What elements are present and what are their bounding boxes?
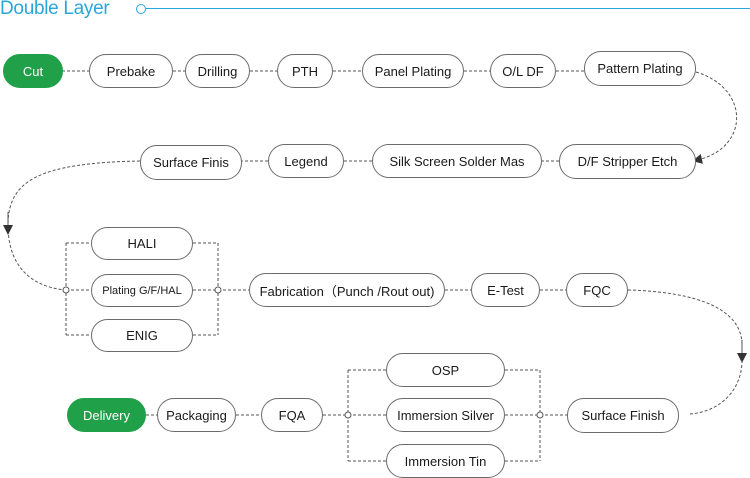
step-fqa: FQA <box>261 398 323 432</box>
step-fqc: FQC <box>566 273 628 307</box>
junction-dot <box>344 411 352 419</box>
step-hali: HALI <box>91 227 193 260</box>
connector-curve <box>627 289 743 346</box>
step-pattern-plating: Pattern Plating <box>584 51 696 86</box>
step-immersion-tin: Immersion Tin <box>386 444 505 478</box>
connector-curve <box>692 71 738 164</box>
header: Double Layer <box>0 0 750 24</box>
step-surface-finish-final: Surface Finish <box>567 398 679 433</box>
junction-dot <box>214 286 222 294</box>
step-pth: PTH <box>277 54 333 88</box>
connector-curve <box>689 359 743 415</box>
step-delivery: Delivery <box>67 398 146 432</box>
step-surface-finish: Surface Finis <box>140 145 242 180</box>
junction-dot <box>62 286 70 294</box>
step-legend: Legend <box>268 144 344 178</box>
title-dot <box>136 4 146 14</box>
junction-dot <box>536 411 544 419</box>
step-silk-screen-solder-mask: Silk Screen Solder Mas <box>372 144 542 178</box>
step-prebake: Prebake <box>89 54 173 88</box>
step-e-test: E-Test <box>471 273 540 307</box>
step-panel-plating: Panel Plating <box>362 54 464 88</box>
step-drilling: Drilling <box>185 54 250 88</box>
page-title: Double Layer <box>0 0 110 19</box>
title-underline <box>146 8 750 9</box>
step-osp: OSP <box>386 353 505 387</box>
step-cut: Cut <box>3 54 63 88</box>
step-fabrication: Fabrication（Punch /Rout out) <box>249 273 445 307</box>
step-ol-df: O/L DF <box>490 54 556 88</box>
step-packaging: Packaging <box>157 398 236 432</box>
connector-curve <box>7 160 141 291</box>
step-immersion-silver: Immersion Silver <box>386 398 505 432</box>
step-plating-gf-hal: Plating G/F/HAL <box>91 274 193 307</box>
step-enig: ENIG <box>91 319 193 352</box>
step-df-stripper-etch: D/F Stripper Etch <box>559 144 696 179</box>
